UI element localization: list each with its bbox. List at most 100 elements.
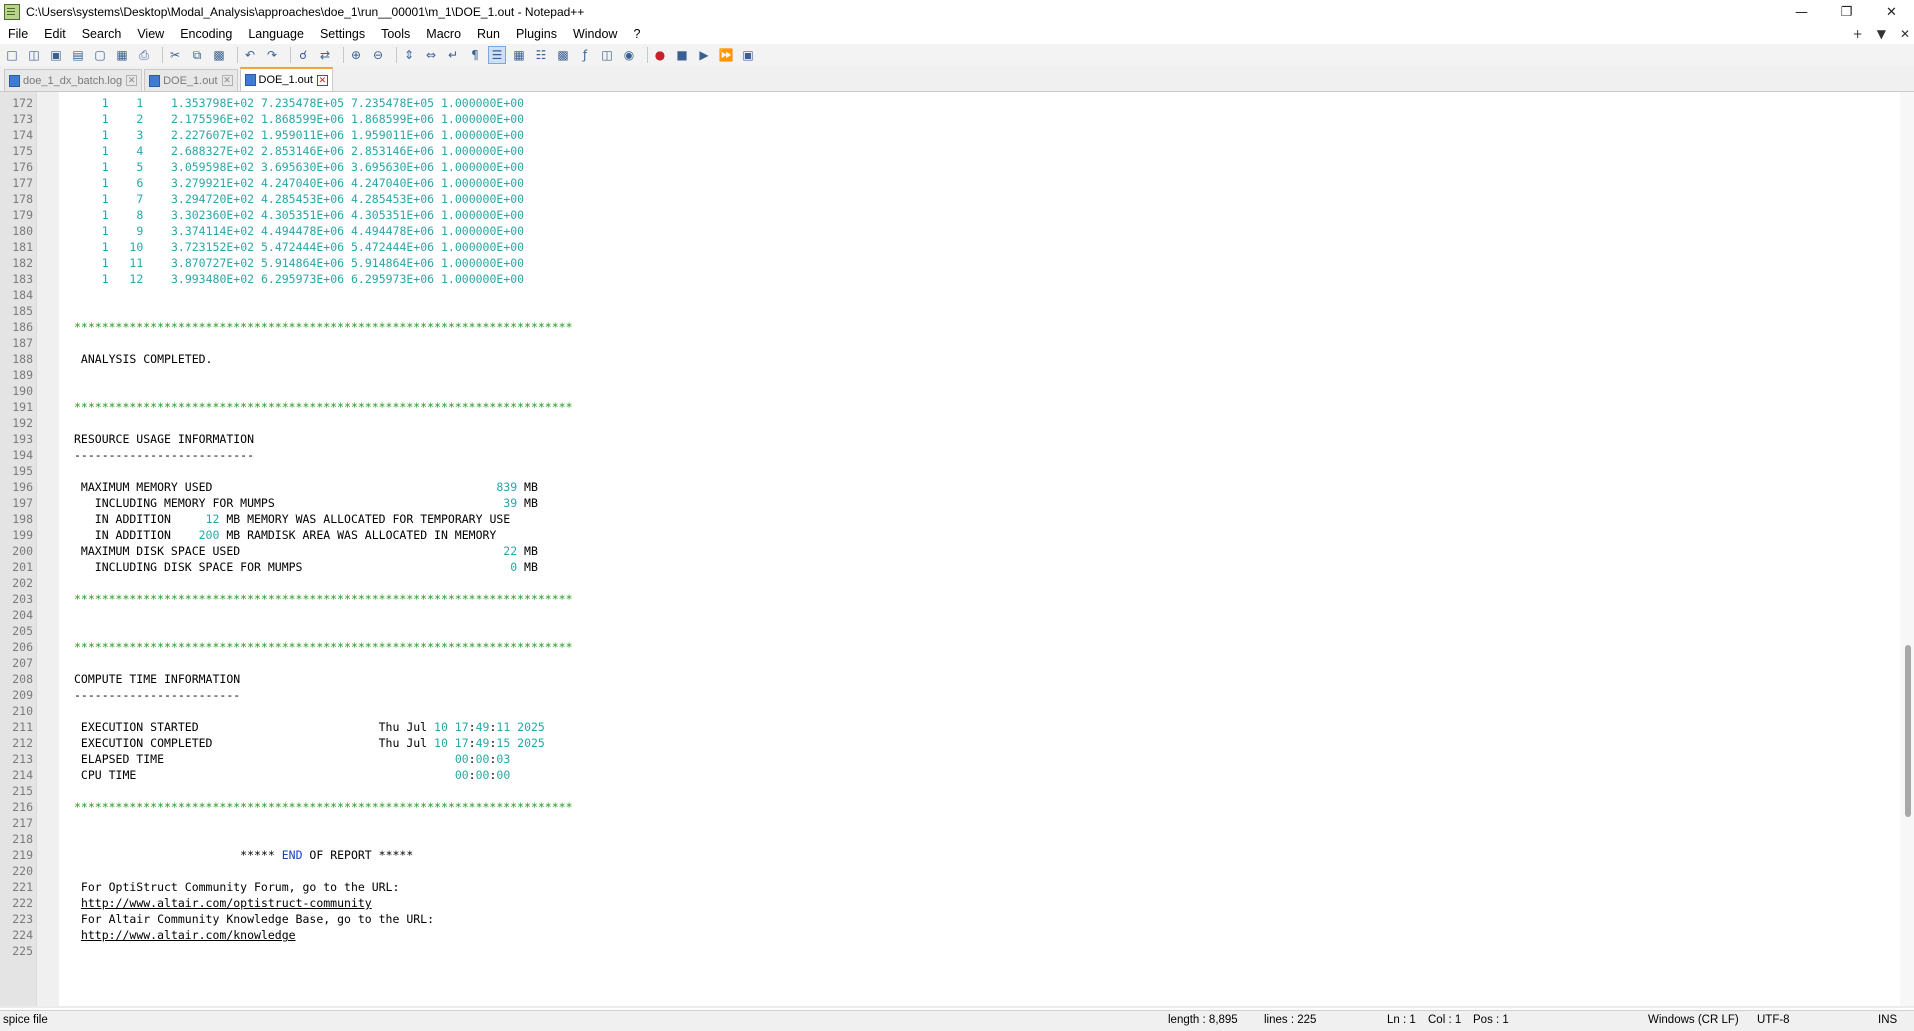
code-line[interactable]: 184 <box>0 287 1900 303</box>
code-line[interactable]: 213 ELAPSED TIME 00:00:03 <box>0 751 1900 767</box>
horizontal-scrollbar[interactable] <box>0 1006 1914 1008</box>
minimize-button[interactable]: — <box>1795 4 1808 20</box>
code-text[interactable]: 172 1 1 1.353798E+02 7.235478E+05 7.2354… <box>0 95 1900 959</box>
sync-vertical-icon[interactable]: ⇕ <box>403 48 415 62</box>
close-document-icon[interactable]: ✕ <box>1899 27 1910 41</box>
menu-settings[interactable]: Settings <box>319 27 366 41</box>
code-line[interactable]: 205 <box>0 623 1900 639</box>
cut-icon[interactable]: ✂ <box>169 48 181 62</box>
code-line[interactable]: 180 1 9 3.374114E+02 4.494478E+06 4.4944… <box>0 223 1900 239</box>
code-line[interactable]: 207 <box>0 655 1900 671</box>
code-line[interactable]: 210 <box>0 703 1900 719</box>
code-line[interactable]: 203*************************************… <box>0 591 1900 607</box>
code-line[interactable]: 192 <box>0 415 1900 431</box>
code-line[interactable]: 212 EXECUTION COMPLETED Thu Jul 10 17:49… <box>0 735 1900 751</box>
close-window-button[interactable]: ✕ <box>1886 4 1897 20</box>
close-file-icon[interactable]: ▢ <box>94 48 106 62</box>
code-line[interactable]: 211 EXECUTION STARTED Thu Jul 10 17:49:1… <box>0 719 1900 735</box>
code-line[interactable]: 177 1 6 3.279921E+02 4.247040E+06 4.2470… <box>0 175 1900 191</box>
code-line[interactable]: 218 <box>0 831 1900 847</box>
code-line[interactable]: 181 1 10 3.723152E+02 5.472444E+06 5.472… <box>0 239 1900 255</box>
code-line[interactable]: 191*************************************… <box>0 399 1900 415</box>
menu-search[interactable]: Search <box>81 27 122 41</box>
tab-close-icon[interactable]: ✕ <box>126 75 138 86</box>
stop-macro-icon[interactable]: ■ <box>676 48 688 62</box>
new-file-icon[interactable]: □ <box>6 48 18 62</box>
code-line[interactable]: 190 <box>0 383 1900 399</box>
code-line[interactable]: 186*************************************… <box>0 319 1900 335</box>
code-line[interactable]: 219 ***** END OF REPORT ***** <box>0 847 1900 863</box>
code-line[interactable]: 222 http://www.altair.com/optistruct-com… <box>0 895 1900 911</box>
url-link[interactable]: http://www.altair.com/knowledge <box>80 928 296 942</box>
code-line[interactable]: 187 <box>0 335 1900 351</box>
menu-macro[interactable]: Macro <box>426 27 462 41</box>
menu-plugins[interactable]: Plugins <box>515 27 557 41</box>
zoom-out-icon[interactable]: ⊖ <box>372 48 384 62</box>
code-line[interactable]: 221 For OptiStruct Community Forum, go t… <box>0 879 1900 895</box>
menu-window[interactable]: Window <box>572 27 618 41</box>
menu-view[interactable]: View <box>137 27 165 41</box>
code-line[interactable]: 217 <box>0 815 1900 831</box>
indent-guide-icon[interactable]: ☰ <box>488 46 506 64</box>
tab-doe-1-out[interactable]: DOE_1.out ✕ <box>144 69 238 91</box>
play-macro-icon[interactable]: ▶ <box>699 48 709 62</box>
document-map-icon[interactable]: ☷ <box>535 48 547 62</box>
code-line[interactable]: 204 <box>0 607 1900 623</box>
print-icon[interactable]: ⎙ <box>139 47 149 62</box>
code-line[interactable]: 216*************************************… <box>0 799 1900 815</box>
function-list-icon[interactable]: ƒ <box>582 48 588 62</box>
copy-icon[interactable]: ⧉ <box>192 47 202 62</box>
code-line[interactable]: 194-------------------------- <box>0 447 1900 463</box>
save-all-icon[interactable]: ▤ <box>72 48 84 62</box>
editor-area[interactable]: 172 1 1 1.353798E+02 7.235478E+05 7.2354… <box>0 92 1914 1006</box>
tab-close-icon[interactable]: ✕ <box>316 74 328 86</box>
new-tab-plus-icon[interactable]: + <box>1852 27 1863 41</box>
record-macro-icon[interactable]: ● <box>654 48 666 62</box>
code-line[interactable]: 173 1 2 2.175596E+02 1.868599E+06 1.8685… <box>0 111 1900 127</box>
code-line[interactable]: 178 1 7 3.294720E+02 4.285453E+06 4.2854… <box>0 191 1900 207</box>
code-line[interactable]: 223 For Altair Community Knowledge Base,… <box>0 911 1900 927</box>
tab-doe-1-out-active[interactable]: DOE_1.out ✕ <box>239 67 333 91</box>
zoom-in-icon[interactable]: ⊕ <box>350 48 362 62</box>
menu-edit[interactable]: Edit <box>44 27 66 41</box>
code-line[interactable]: 202 <box>0 575 1900 591</box>
code-line[interactable]: 209------------------------ <box>0 687 1900 703</box>
run-macro-multiple-icon[interactable]: ⏩ <box>718 48 734 62</box>
save-icon[interactable]: ▣ <box>50 48 62 62</box>
code-line[interactable]: 214 CPU TIME 00:00:00 <box>0 767 1900 783</box>
code-line[interactable]: 224 http://www.altair.com/knowledge <box>0 927 1900 943</box>
code-line[interactable]: 195 <box>0 463 1900 479</box>
document-list-icon[interactable]: ▩ <box>557 48 569 62</box>
code-line[interactable]: 175 1 4 2.688327E+02 2.853146E+06 2.8531… <box>0 143 1900 159</box>
paste-icon[interactable]: ▩ <box>213 48 225 62</box>
close-all-icon[interactable]: ▦ <box>116 48 128 62</box>
code-line[interactable]: 183 1 12 3.993480E+02 6.295973E+06 6.295… <box>0 271 1900 287</box>
monitoring-icon[interactable]: ◉ <box>623 48 635 62</box>
word-wrap-icon[interactable]: ↵ <box>447 48 459 62</box>
folder-workspace-icon[interactable]: ◫ <box>601 48 613 62</box>
menu-language[interactable]: Language <box>248 27 304 41</box>
menu-run[interactable]: Run <box>477 27 500 41</box>
code-line[interactable]: 201 INCLUDING DISK SPACE FOR MUMPS 0 MB <box>0 559 1900 575</box>
code-line[interactable]: 172 1 1 1.353798E+02 7.235478E+05 7.2354… <box>0 95 1900 111</box>
vertical-scrollbar-thumb[interactable] <box>1905 645 1911 817</box>
code-line[interactable]: 200 MAXIMUM DISK SPACE USED 22 MB <box>0 543 1900 559</box>
code-line[interactable]: 220 <box>0 863 1900 879</box>
tab-close-icon[interactable]: ✕ <box>221 75 233 86</box>
open-file-icon[interactable]: ◫ <box>28 48 40 62</box>
sync-horizontal-icon[interactable]: ⇔ <box>425 48 437 62</box>
code-line[interactable]: 196 MAXIMUM MEMORY USED 839 MB <box>0 479 1900 495</box>
code-line[interactable]: 225 <box>0 943 1900 959</box>
show-all-characters-icon[interactable]: ¶ <box>471 48 479 62</box>
code-line[interactable]: 199 IN ADDITION 200 MB RAMDISK AREA WAS … <box>0 527 1900 543</box>
code-line[interactable]: 179 1 8 3.302360E+02 4.305351E+06 4.3053… <box>0 207 1900 223</box>
code-line[interactable]: 182 1 11 3.870727E+02 5.914864E+06 5.914… <box>0 255 1900 271</box>
maximize-button[interactable]: ❐ <box>1840 4 1853 20</box>
redo-icon[interactable]: ↷ <box>266 48 278 62</box>
code-line[interactable]: 198 IN ADDITION 12 MB MEMORY WAS ALLOCAT… <box>0 511 1900 527</box>
user-language-icon[interactable]: ▦ <box>513 48 525 62</box>
tab-list-dropdown-icon[interactable]: ▼ <box>1876 27 1886 41</box>
code-line[interactable]: 185 <box>0 303 1900 319</box>
